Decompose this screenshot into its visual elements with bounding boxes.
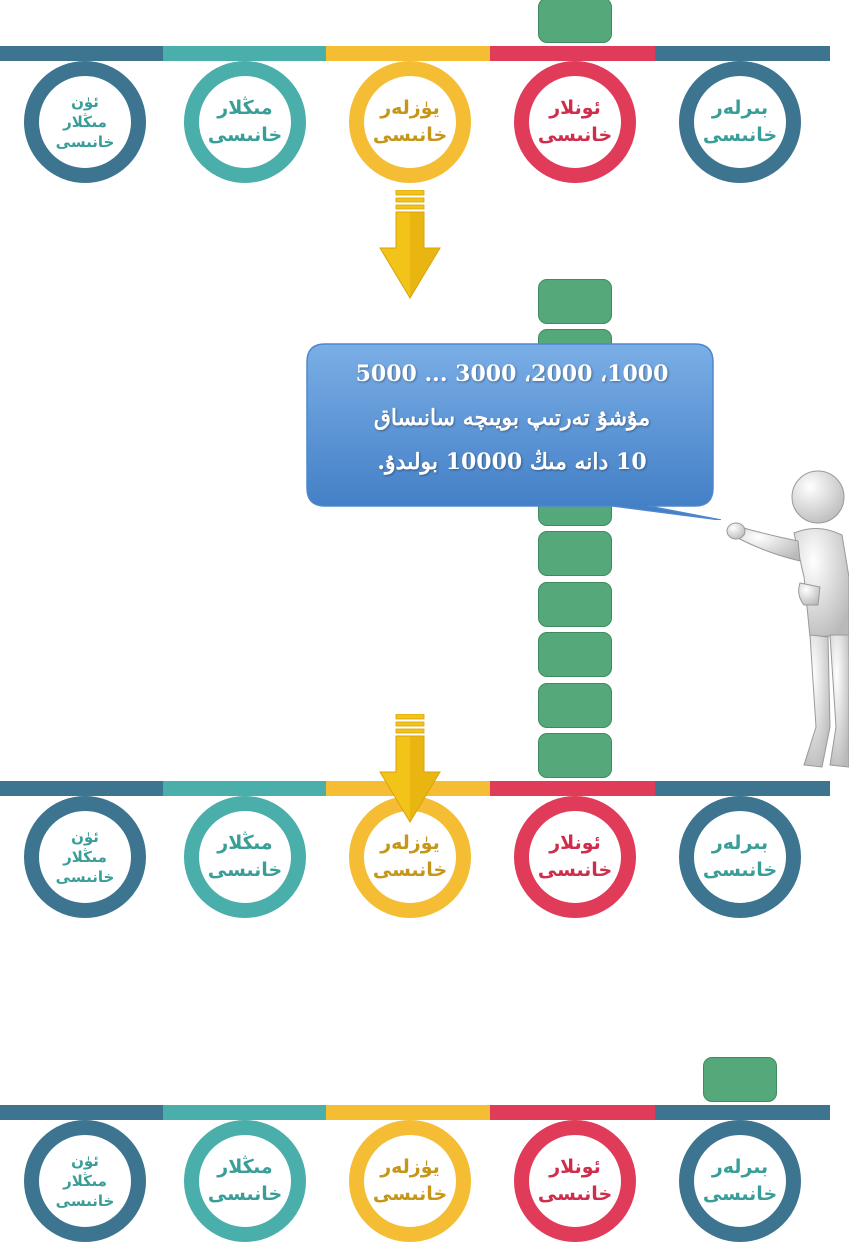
bar-segment — [163, 781, 326, 796]
place-bar — [0, 1105, 830, 1120]
place-label-line: خانىسى — [207, 124, 283, 146]
bar-segment — [655, 781, 830, 796]
counter-block — [538, 581, 612, 627]
place-circle: ئۈن مىڭلار خانىسى — [24, 796, 146, 918]
counter-block — [538, 278, 612, 324]
bar-segment — [655, 46, 830, 61]
place-circle: مىڭلار خانىسى — [184, 796, 306, 918]
bar-segment — [490, 781, 655, 796]
bar-segment — [490, 46, 655, 61]
place-label: بىرلەر خانىسى — [694, 1154, 786, 1208]
bubble-line: 10 دانە مىڭ 10000 بولىدۇ. — [377, 449, 647, 475]
place-label-line: خانىسى — [702, 124, 778, 146]
speech-bubble-text: 1000، 2000، 3000 ... 5000 مۇشۇ تەرتىپ بو… — [310, 352, 714, 484]
place-circle: يۈزلەر خانىسى — [349, 1120, 471, 1242]
bar-segment — [0, 781, 163, 796]
place-label-line: ئونلار — [549, 97, 601, 119]
bubble-line: 1000، 2000، 3000 ... 5000 — [355, 361, 669, 387]
bar-segment — [163, 1105, 326, 1120]
place-label-line: مىڭلار — [217, 1156, 273, 1178]
place-label: يۈزلەر خانىسى — [364, 830, 456, 884]
place-circle: ئونلار خانىسى — [514, 61, 636, 183]
counter-block — [538, 682, 612, 728]
place-label-line: خانىسى — [207, 1183, 283, 1205]
place-circle: ئۈن مىڭلار خانىسى — [24, 1120, 146, 1242]
counter-block — [538, 632, 612, 677]
place-label-line: ئۈن — [71, 828, 99, 846]
place-circle: بىرلەر خانىسى — [679, 796, 801, 918]
speech-bubble — [306, 343, 721, 520]
place-label: مىڭلار خانىسى — [199, 1154, 291, 1208]
place-label: ئۈن مىڭلار خانىسى — [39, 827, 131, 887]
place-label-line: مىڭلار — [217, 97, 273, 119]
place-label-line: خانىسى — [537, 1183, 613, 1205]
place-label-line: بىرلەر — [711, 832, 769, 854]
bar-segment — [490, 1105, 655, 1120]
place-circle: بىرلەر خانىسى — [679, 61, 801, 183]
place-label-line: يۈزلەر — [380, 832, 440, 854]
place-circle: مىڭلار خانىسى — [184, 1120, 306, 1242]
place-label: بىرلەر خانىسى — [694, 830, 786, 884]
counter-block — [538, 531, 612, 576]
place-bar — [0, 781, 830, 796]
bar-segment — [655, 1105, 830, 1120]
place-label-line: مىڭلار — [217, 832, 273, 854]
place-label: مىڭلار خانىسى — [199, 830, 291, 884]
place-bar — [0, 46, 830, 61]
place-label-line: خانىسى — [372, 124, 448, 146]
place-label: ئونلار خانىسى — [529, 830, 621, 884]
place-label-line: يۈزلەر — [380, 97, 440, 119]
place-label-line: خانىسى — [537, 124, 613, 146]
place-label-line: ئۈن — [71, 1152, 99, 1170]
place-label-line: ئونلار — [549, 832, 601, 854]
place-label: يۈزلەر خانىسى — [364, 95, 456, 149]
counter-block — [538, 0, 612, 43]
bar-segment — [0, 46, 163, 61]
place-circle: بىرلەر خانىسى — [679, 1120, 801, 1242]
place-label-line: خانىسى — [55, 133, 115, 151]
bar-segment — [163, 46, 326, 61]
place-label-line: خانىسى — [55, 1192, 115, 1210]
place-label-line: خانىسى — [372, 1183, 448, 1205]
place-label: ئۈن مىڭلار خانىسى — [39, 1151, 131, 1211]
place-label-line: خانىسى — [55, 868, 115, 886]
bubble-line: مۇشۇ تەرتىپ بويىچە سانىساق — [373, 405, 651, 431]
place-label-line: مىڭلار — [63, 113, 107, 131]
place-label: ئونلار خانىسى — [529, 1154, 621, 1208]
bar-segment — [326, 1105, 490, 1120]
place-label-line: خانىسى — [702, 859, 778, 881]
place-label-line: مىڭلار — [63, 1172, 107, 1190]
place-label-line: ئۈن — [71, 93, 99, 111]
place-label: يۈزلەر خانىسى — [364, 1154, 456, 1208]
place-label: ئونلار خانىسى — [529, 95, 621, 149]
place-circle: يۈزلەر خانىسى — [349, 61, 471, 183]
place-label-line: يۈزلەر — [380, 1156, 440, 1178]
place-label: ئۈن مىڭلار خانىسى — [39, 92, 131, 152]
place-label-line: مىڭلار — [63, 848, 107, 866]
place-label: بىرلەر خانىسى — [694, 95, 786, 149]
counter-block — [538, 733, 612, 778]
bar-segment — [0, 1105, 163, 1120]
counter-block — [703, 1057, 777, 1102]
arrow-down-icon — [379, 190, 441, 299]
place-label-line: بىرلەر — [711, 97, 769, 119]
place-circle: ئونلار خانىسى — [514, 796, 636, 918]
bar-segment — [326, 46, 490, 61]
arrow-down-icon — [379, 714, 441, 823]
place-label-line: خانىسى — [372, 859, 448, 881]
place-label-line: خانىسى — [537, 859, 613, 881]
place-circle: ئۈن مىڭلار خانىسى — [24, 61, 146, 183]
place-label-line: ئونلار — [549, 1156, 601, 1178]
place-label: مىڭلار خانىسى — [199, 95, 291, 149]
place-label-line: بىرلەر — [711, 1156, 769, 1178]
pointing-person-icon — [726, 470, 849, 768]
place-circle: مىڭلار خانىسى — [184, 61, 306, 183]
place-circle: ئونلار خانىسى — [514, 1120, 636, 1242]
place-label-line: خانىسى — [702, 1183, 778, 1205]
place-label-line: خانىسى — [207, 859, 283, 881]
